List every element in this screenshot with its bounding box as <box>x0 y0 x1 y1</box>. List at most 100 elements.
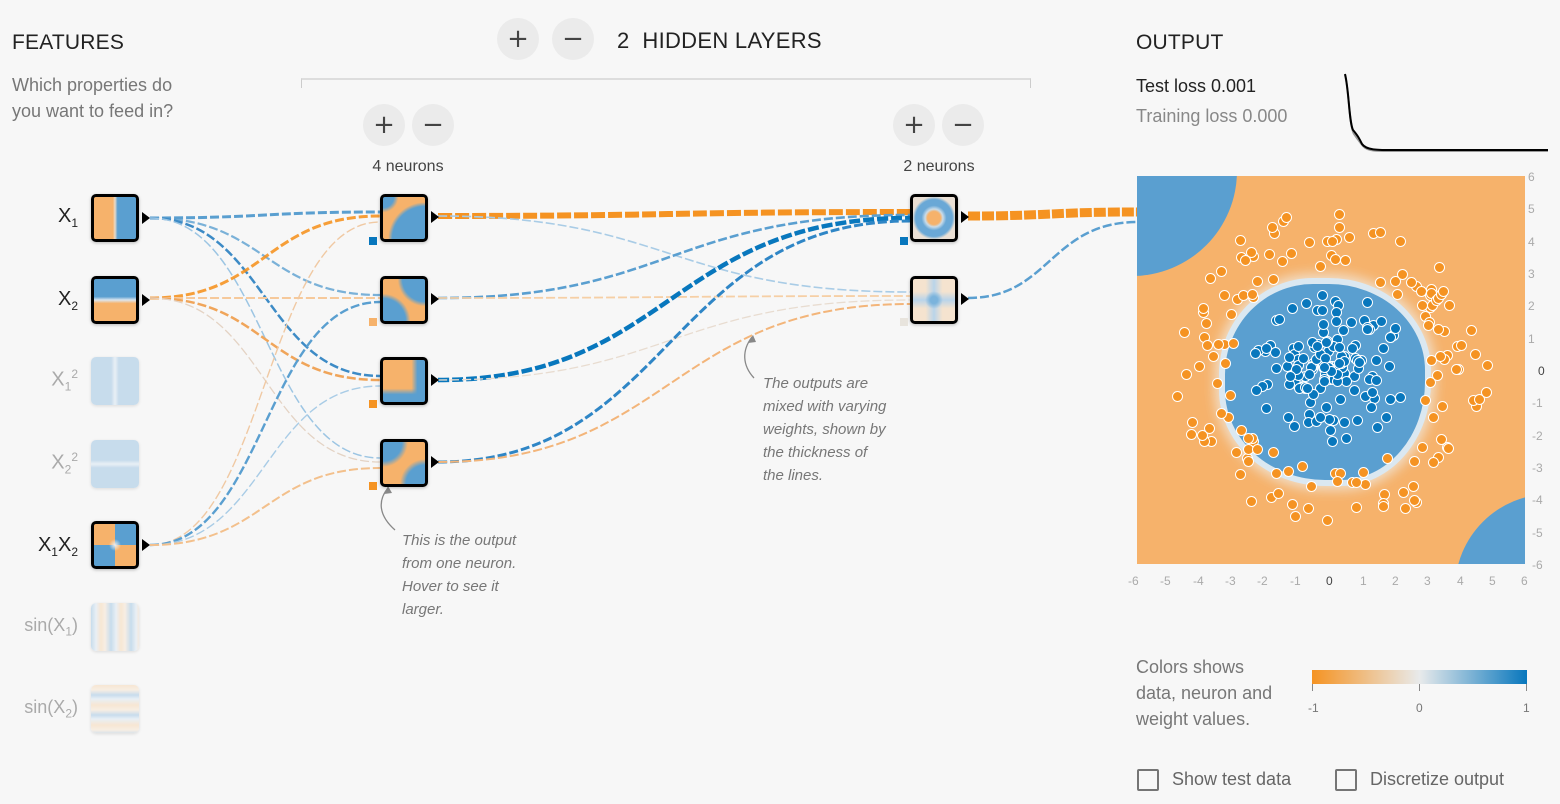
data-point <box>1334 342 1346 354</box>
link-x2-h1n1[interactable] <box>149 214 381 300</box>
data-point <box>1245 495 1257 507</box>
data-point <box>1207 351 1219 363</box>
link-x1x2-h1n2[interactable] <box>149 300 381 547</box>
link-h1n4-h2n1[interactable] <box>437 219 911 464</box>
link-x2-h1n3[interactable] <box>149 296 381 382</box>
data-point <box>1218 290 1230 302</box>
feature-label-x2-squared: X22 <box>51 450 78 477</box>
data-point <box>1434 262 1446 274</box>
link-x1-h1n1[interactable] <box>149 210 381 220</box>
link-h1n2-h2n1[interactable] <box>437 213 911 300</box>
output-heatmap[interactable] <box>1137 176 1525 564</box>
neuron-2-2-output-tip <box>961 293 969 305</box>
data-point <box>1392 288 1404 300</box>
neuron-note-arrowhead-icon <box>384 486 392 494</box>
data-point <box>1297 353 1309 365</box>
feature-label-sin-x2: sin(X2) <box>24 697 78 721</box>
data-point <box>1245 247 1257 259</box>
x-axis: -6 -5 -4 -3 -2 -1 0 1 2 3 4 5 6 <box>1128 574 1528 588</box>
link-h2n2-output[interactable] <box>967 220 1139 300</box>
hidden-neuron-1-4[interactable] <box>380 439 428 487</box>
layer2-remove-neuron-button[interactable]: − <box>942 104 984 146</box>
data-point <box>1231 446 1243 458</box>
scale-tick-mark <box>1312 684 1313 691</box>
feature-node-sin-x1[interactable] <box>91 603 139 651</box>
layer1-add-neuron-button[interactable]: + <box>363 104 405 146</box>
link-x1x2-h1n3[interactable] <box>149 385 381 546</box>
feature-x1-output-tip <box>142 212 150 224</box>
data-point <box>1350 477 1362 489</box>
feature-node-x1-squared[interactable] <box>91 357 139 405</box>
data-point <box>1273 314 1285 326</box>
data-point <box>1383 360 1395 372</box>
hidden-neuron-2-2[interactable] <box>910 276 958 324</box>
discretize-output-label[interactable]: Discretize output <box>1370 769 1505 789</box>
link-h1n4-h2n2[interactable] <box>437 303 911 463</box>
feature-node-x2[interactable] <box>91 276 139 324</box>
bias-2-2[interactable] <box>900 318 908 326</box>
link-h1n1-h2n1[interactable] <box>437 209 911 219</box>
data-point <box>1211 378 1223 390</box>
hidden-neuron-1-3[interactable] <box>380 357 428 405</box>
link-x1x2-h1n4[interactable] <box>149 467 381 546</box>
layer1-remove-neuron-button[interactable]: − <box>412 104 454 146</box>
data-point <box>1380 411 1392 423</box>
test-loss-curve <box>1344 73 1548 152</box>
link-h1n3-h2n2[interactable] <box>437 299 911 381</box>
data-point <box>1219 358 1231 370</box>
data-point <box>1267 221 1278 233</box>
bias-2-1[interactable] <box>900 237 908 245</box>
feature-x1x2-output-tip <box>142 539 150 551</box>
show-test-data-label[interactable]: Show test data <box>1172 769 1292 789</box>
weights-note-arrowhead-icon <box>748 335 756 343</box>
data-point <box>1332 476 1344 488</box>
bias-1-4[interactable] <box>369 482 377 490</box>
data-point <box>1320 401 1332 413</box>
data-point <box>1179 326 1191 338</box>
data-point <box>1234 468 1246 480</box>
hidden-neuron-1-2[interactable] <box>380 276 428 324</box>
layer2-add-neuron-button[interactable]: + <box>893 104 935 146</box>
hidden-layer-count: 2 <box>617 28 630 53</box>
data-point <box>1251 385 1263 397</box>
hidden-neuron-2-1[interactable] <box>910 194 958 242</box>
add-layer-button[interactable]: + <box>497 18 539 60</box>
show-test-data-checkbox[interactable] <box>1137 769 1159 791</box>
neuron-2-1-output-tip <box>961 211 969 223</box>
feature-label-sin-x1: sin(X1) <box>24 615 78 639</box>
data-point <box>1370 355 1382 367</box>
data-point <box>1339 254 1351 266</box>
feature-node-x2-squared[interactable] <box>91 440 139 488</box>
link-h1n1-h2n2[interactable] <box>437 215 911 293</box>
data-point <box>1213 338 1225 350</box>
link-h1n3-h2n1[interactable] <box>437 215 911 383</box>
bias-1-1[interactable] <box>369 237 377 245</box>
data-point <box>1197 303 1209 315</box>
data-point <box>1417 299 1429 311</box>
hidden-neuron-1-1[interactable] <box>380 194 428 242</box>
data-point <box>1270 363 1282 375</box>
data-point <box>1172 391 1184 403</box>
layer1-neuron-count: 4 neurons <box>372 158 444 175</box>
link-h2n1-output[interactable] <box>967 207 1139 221</box>
data-point <box>1216 408 1228 420</box>
link-x2-h1n4[interactable] <box>149 297 381 463</box>
data-point <box>1286 247 1298 259</box>
data-point <box>1341 432 1353 444</box>
feature-node-x1[interactable] <box>91 194 139 242</box>
data-point <box>1307 388 1319 400</box>
data-point <box>1277 255 1289 267</box>
data-point <box>1335 394 1347 406</box>
feature-node-sin-x2[interactable] <box>91 685 139 733</box>
data-point <box>1193 361 1205 373</box>
remove-layer-button[interactable]: − <box>552 18 594 60</box>
data-point <box>1385 332 1397 344</box>
data-point <box>1326 435 1338 447</box>
feature-label-x1-squared: X12 <box>51 367 78 394</box>
discretize-output-checkbox[interactable] <box>1335 769 1357 791</box>
bias-1-2[interactable] <box>369 318 377 326</box>
bias-1-3[interactable] <box>369 400 377 408</box>
link-x1x2-h1n1[interactable] <box>149 221 381 546</box>
feature-node-x1x2[interactable] <box>91 521 139 569</box>
data-point <box>1187 417 1199 429</box>
